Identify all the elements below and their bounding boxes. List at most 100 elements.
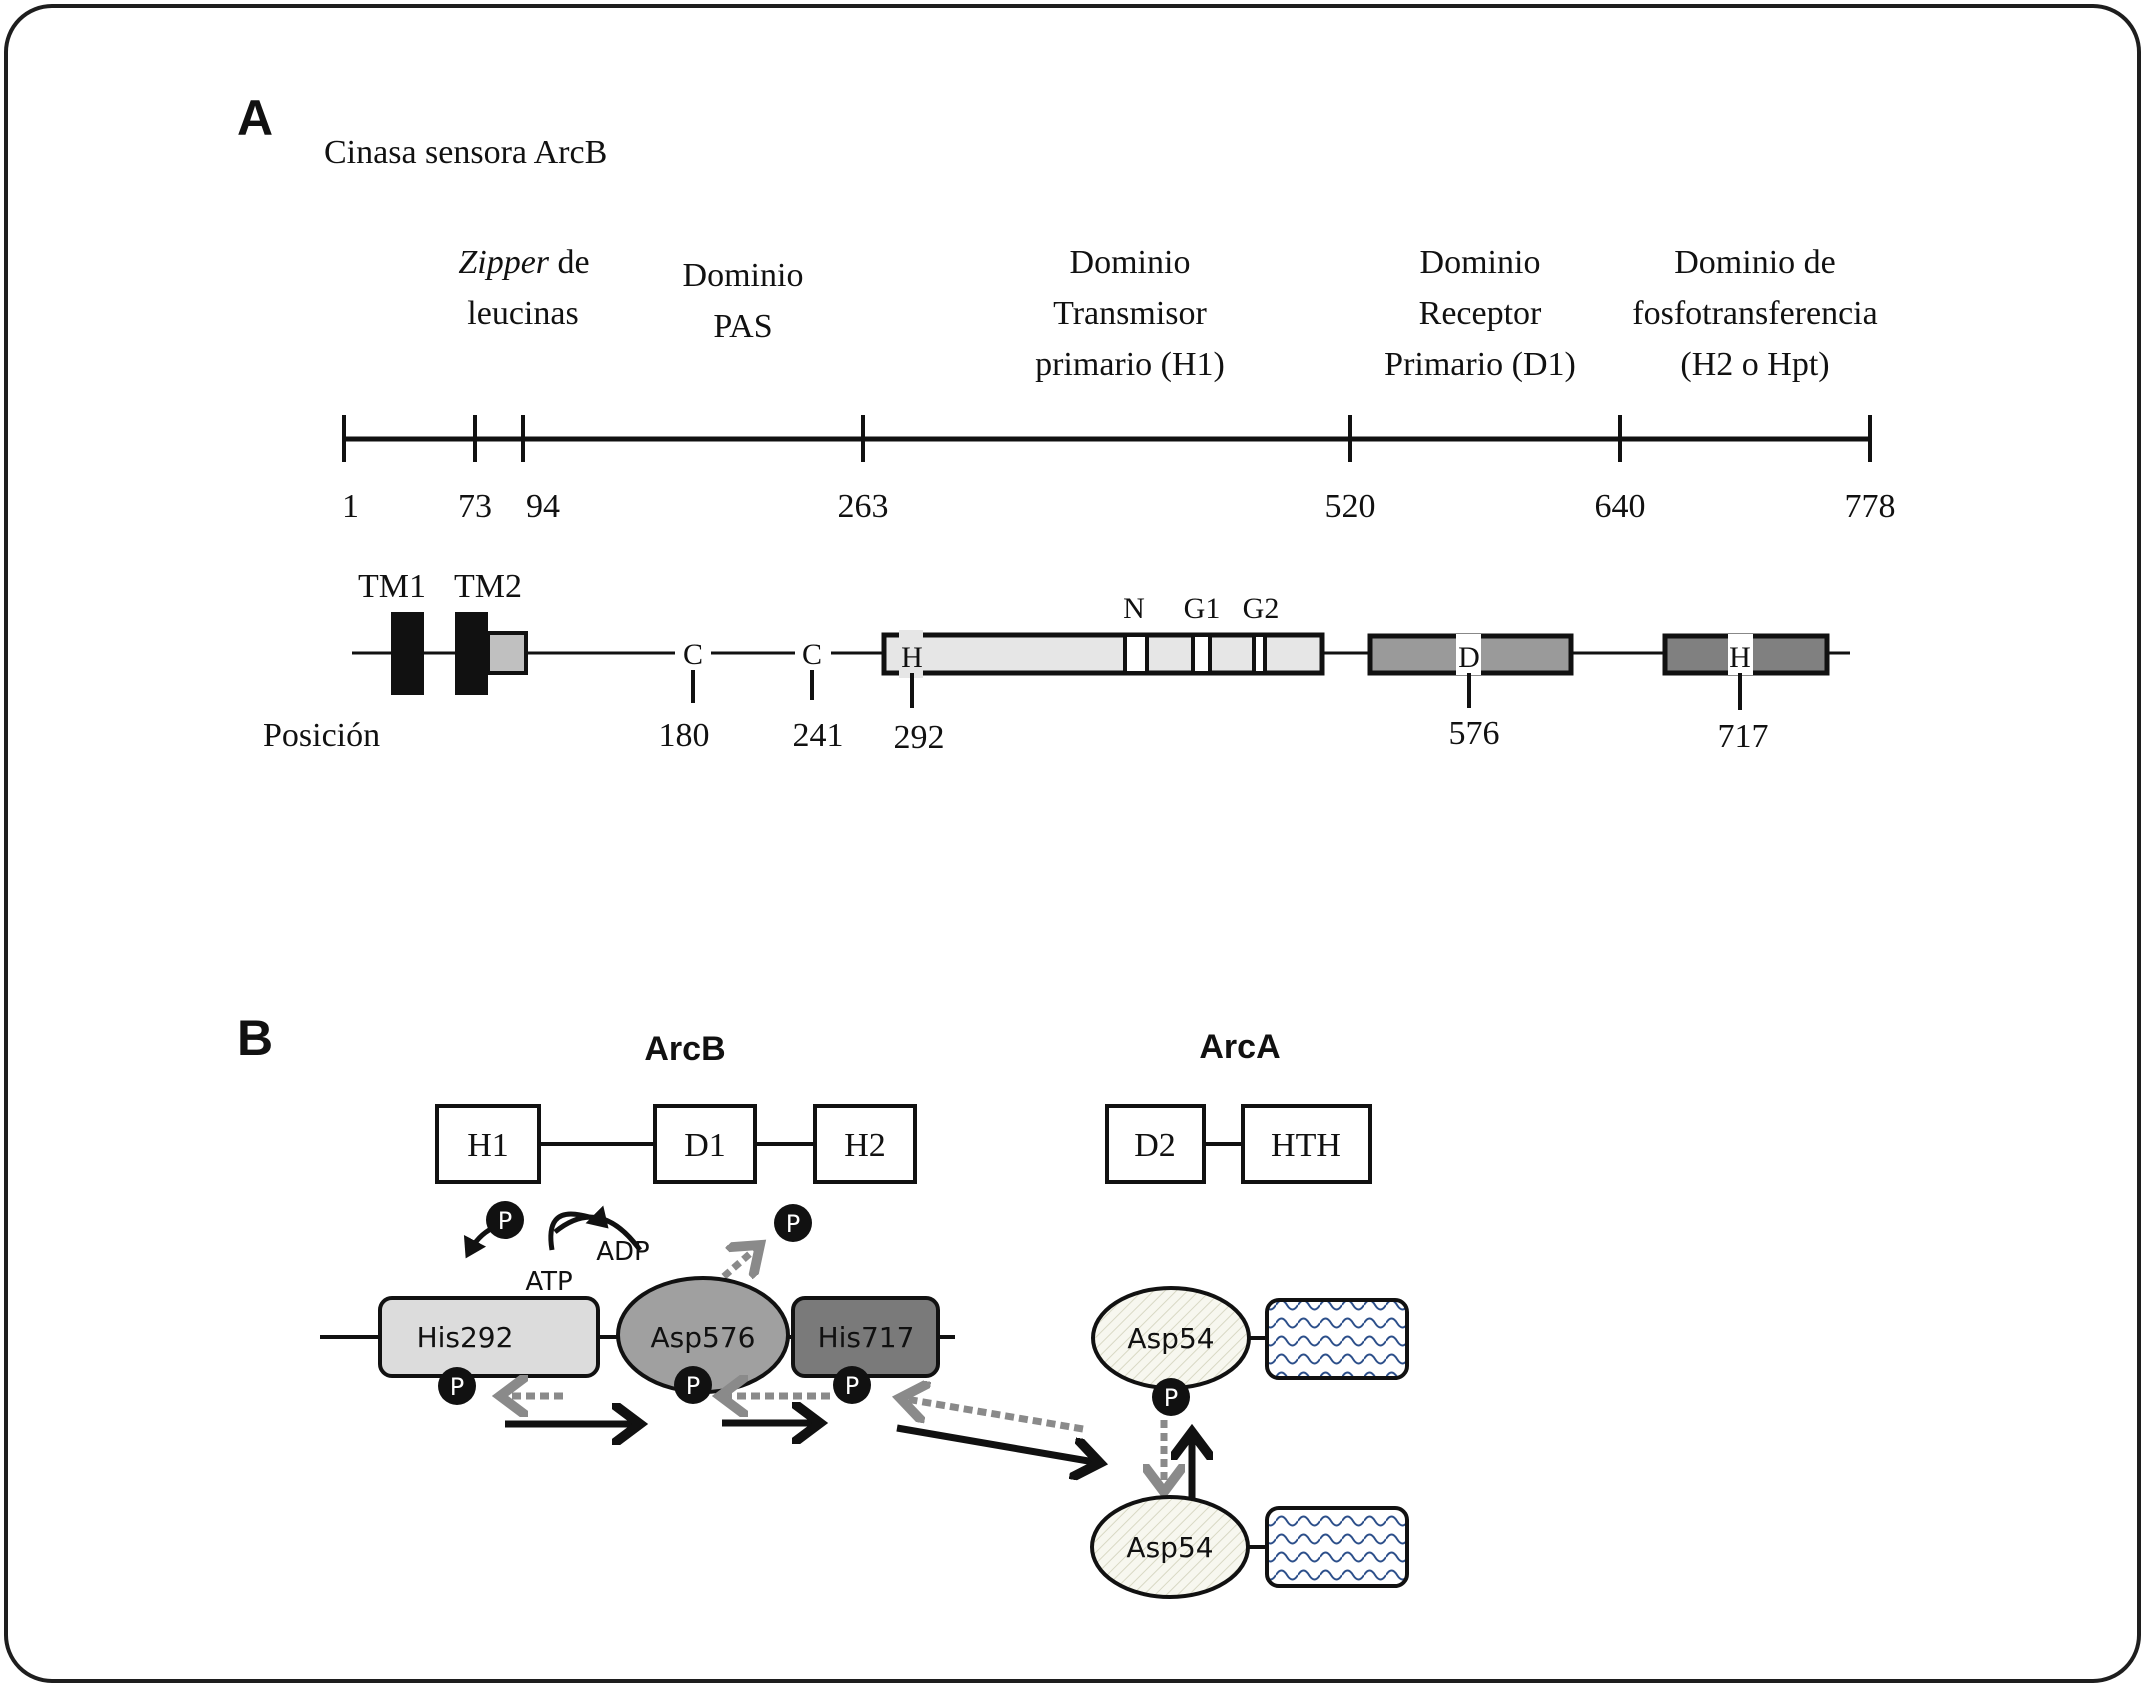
arcb-h2-box xyxy=(813,1104,917,1184)
arca-d2-box xyxy=(1105,1104,1206,1184)
arcb-title: ArcB xyxy=(644,1030,725,1068)
domain-label-receiver: Dominio Receptor Primario (D1) xyxy=(1384,244,1576,383)
zipper-rest: de xyxy=(549,244,590,281)
asp54-phosphate-icon xyxy=(1152,1378,1190,1416)
scale-tick-label-94: 94 xyxy=(526,488,560,525)
domain-label-zipper: Zipper de leucinas xyxy=(458,244,589,332)
scale-tick-label-73: 73 xyxy=(458,488,492,525)
svg-text:P: P xyxy=(450,1373,464,1401)
cys241-letter: C xyxy=(802,638,822,671)
asp576-label: Asp576 xyxy=(651,1321,756,1354)
zipper-line2: leucinas xyxy=(467,295,578,332)
scale-tick-label-640: 640 xyxy=(1595,488,1646,525)
arcb-d1-box xyxy=(653,1104,757,1184)
position-180: 180 xyxy=(659,717,710,754)
asp576-letter: D xyxy=(1458,641,1480,674)
h1-line2: Transmisor xyxy=(1053,295,1207,332)
pas-line2: PAS xyxy=(713,308,772,345)
his292-phosphate-icon xyxy=(438,1367,476,1405)
position-label: Posición xyxy=(263,717,380,754)
hpt-line3: (H2 o Hpt) xyxy=(1680,346,1829,383)
scale-tick-label-1: 1 xyxy=(342,488,359,525)
arca-title: ArcA xyxy=(1199,1028,1280,1066)
arcb-d1-label: D1 xyxy=(684,1127,726,1164)
h1-line3: primario (H1) xyxy=(1035,346,1225,383)
hpt-line2: fosfotransferencia xyxy=(1632,295,1877,332)
domain-label-hpt: Dominio de fosfotransferencia (H2 o Hpt) xyxy=(1632,244,1877,383)
arca-d2-label: D2 xyxy=(1134,1127,1176,1164)
panel-b-letter: B xyxy=(237,1010,273,1066)
h1-line1: Dominio xyxy=(1070,244,1191,281)
svg-text:P: P xyxy=(1164,1384,1178,1412)
scale-tick-label-778: 778 xyxy=(1845,488,1896,525)
released-phosphate-icon xyxy=(774,1204,812,1242)
his292-label: His292 xyxy=(417,1321,514,1354)
adp-label: ADP xyxy=(596,1237,650,1267)
leucine-zipper-box xyxy=(486,631,528,675)
his292-domain xyxy=(378,1296,600,1378)
arcb-domain-map: H1 D1 H2 xyxy=(435,1104,917,1184)
g1-label: G1 xyxy=(1184,592,1221,625)
adp-release-arrow xyxy=(548,1205,609,1251)
position-292: 292 xyxy=(894,719,945,756)
asp54-bottom-domain xyxy=(1090,1495,1250,1599)
his717-label: His717 xyxy=(818,1321,915,1354)
n-label: N xyxy=(1123,592,1145,625)
cys180-letter: C xyxy=(683,638,703,671)
domain-label-transmitter: Dominio Transmisor primario (H1) xyxy=(1035,244,1225,383)
asp576-phosphate-icon xyxy=(674,1366,712,1404)
phosphatase-release-arrow xyxy=(711,1245,760,1288)
tm1-segment xyxy=(391,612,424,695)
tm2-segment xyxy=(455,612,488,695)
arca-domain-map: D2 HTH xyxy=(1105,1104,1372,1184)
arca-phosphorelay: Asp54 P Asp54 xyxy=(1090,1286,1409,1599)
his292-letter: H xyxy=(901,641,923,674)
forward-arrow-h2-to-arca xyxy=(896,1424,1100,1463)
g1-box-motif xyxy=(1191,633,1212,675)
scale-tick-label-263: 263 xyxy=(838,488,889,525)
hpt-line1: Dominio de xyxy=(1674,244,1835,281)
his717-phosphate-icon xyxy=(833,1366,871,1404)
hpt-domain: H xyxy=(1662,633,1830,710)
domain-label-pas: Dominio PAS xyxy=(683,257,804,345)
n-box-motif xyxy=(1123,633,1149,675)
arcb-h1-label: H1 xyxy=(467,1127,509,1164)
svg-text:Zipper de: Zipper de xyxy=(458,244,589,281)
arcb-h2-label: H2 xyxy=(844,1127,886,1164)
d1-line1: Dominio xyxy=(1420,244,1541,281)
g2-label: G2 xyxy=(1243,592,1280,625)
hth-top-domain xyxy=(1265,1298,1409,1380)
arcb-phosphorelay: His292 Asp576 His717 P P P xyxy=(320,1276,1100,1463)
scale-tick-label-520: 520 xyxy=(1325,488,1376,525)
reverse-arrow-arca-to-h2 xyxy=(900,1398,1084,1433)
d1-line3: Primario (D1) xyxy=(1384,346,1576,383)
panel-a-letter: A xyxy=(237,90,273,146)
arca-hth-box xyxy=(1241,1104,1372,1184)
asp54-top-label: Asp54 xyxy=(1127,1322,1214,1355)
arca-hth-label: HTH xyxy=(1271,1127,1341,1164)
tm2-label: TM2 xyxy=(454,568,522,605)
his717-letter: H xyxy=(1729,641,1751,674)
protein-architecture: TM1 TM2 C C H N G1 G2 D xyxy=(263,568,1850,756)
svg-text:P: P xyxy=(845,1372,859,1400)
svg-text:P: P xyxy=(786,1210,800,1238)
pas-line1: Dominio xyxy=(683,257,804,294)
autophosphorylation: P ATP ADP xyxy=(463,1201,650,1297)
position-241: 241 xyxy=(793,717,844,754)
asp54-bottom-label: Asp54 xyxy=(1126,1531,1213,1564)
panel-a-title: Cinasa sensora ArcB xyxy=(324,134,607,171)
position-717: 717 xyxy=(1718,718,1769,755)
position-576: 576 xyxy=(1449,715,1500,752)
g2-box-motif xyxy=(1252,633,1267,675)
transmitter-domain: H N G1 G2 xyxy=(881,592,1325,708)
svg-text:P: P xyxy=(686,1372,700,1400)
hth-bottom-domain xyxy=(1265,1506,1409,1588)
svg-text:P: P xyxy=(498,1207,512,1235)
d1-line2: Receptor xyxy=(1419,295,1542,332)
zipper-italic: Zipper xyxy=(458,244,549,281)
phosphate-transfer-arrow xyxy=(463,1225,495,1259)
phosphate-icon xyxy=(486,1201,524,1239)
arcb-h1-box xyxy=(435,1104,541,1184)
residue-scale: 1 73 94 263 520 640 778 xyxy=(342,415,1896,525)
